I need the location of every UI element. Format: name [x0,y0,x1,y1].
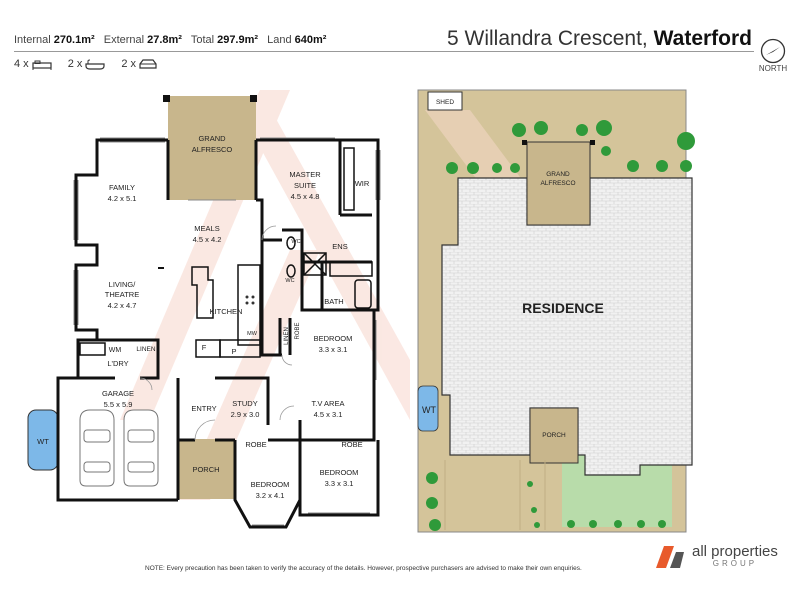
external-label: External [103,34,145,46]
wir-shelf [343,147,355,211]
disclaimer-note: NOTE: Every precaution has been taken to… [145,565,582,572]
label-linen-vertical: LINEN [284,327,290,345]
label-master-2: SUITE [294,181,316,190]
laundry-bench [79,342,106,356]
toilet-1 [286,236,296,250]
shed [427,91,463,111]
land-label: Land [267,34,292,46]
floor-plan: GRAND ALFRESCO FAMILY 4.2 x 5.1 MEALS 4.… [27,90,410,529]
brand-name: all properties [692,543,778,560]
external-value: 27.8m² [147,34,182,46]
label-living-1: LIVING/ [109,280,137,289]
label-pantry: P [231,347,236,356]
cars-count: 2 x [121,58,137,70]
north-compass-icon [760,38,786,64]
label-linen: LINEN [136,346,155,353]
label-master-1: MASTER [289,170,321,179]
feature-icons: 4 x 2 x 2 x [14,58,157,70]
label-bath: BATH [324,297,343,306]
site-porch [529,407,579,464]
label-bedroom-sw: BEDROOM [251,480,290,489]
internal-value: 270.1m² [53,34,95,46]
label-study-dims: 2.9 x 3.0 [231,410,260,419]
bath-icon [85,59,105,70]
label-site-alfresco-2: ALFRESCO [540,180,575,187]
bed-icon [32,60,52,70]
label-ens: ENS [332,242,347,251]
total-value: 297.9m² [217,34,259,46]
label-grand-alfresco-1: GRAND [198,134,226,143]
kitchen-bench [237,264,261,346]
site-water-tank [417,385,439,432]
label-residence: RESIDENCE [522,300,604,316]
grand-alfresco-area [168,96,256,200]
north-label: NORTH [758,64,788,73]
site-plan: SHED GRAND ALFRESCO RESIDENCE WT PORCH [417,89,695,533]
label-family: FAMILY [109,183,135,192]
label-fridge: F [202,343,207,352]
label-robe-vertical: ROBE [295,322,301,339]
site-alfresco [526,141,591,226]
label-entry: ENTRY [191,404,216,413]
label-robe-sw: ROBE [245,440,266,449]
header-divider [14,51,754,52]
label-laundry: L'DRY [107,359,128,368]
property-address: 5 Willandra Crescent, Waterford [447,27,752,51]
ensuite-shower [303,252,327,276]
brand-logo-mark-icon [656,546,684,568]
label-site-porch: PORCH [542,432,566,439]
beds-count: 4 x [14,58,29,70]
label-wc-2: WC [285,278,294,284]
internal-label: Internal [14,34,51,46]
label-living-2: THEATRE [105,290,139,299]
land-value: 640m² [294,34,327,46]
label-robe-se: ROBE [341,440,362,449]
garage-cars [79,409,159,487]
porch-area [178,439,235,499]
label-mw: MW [247,331,258,337]
label-living-dims: 4.2 x 4.7 [108,301,137,310]
label-bedroom-east-dims: 3.3 x 3.1 [319,345,348,354]
address-street: 5 Willandra Crescent, [447,27,648,50]
bath-tub [354,279,372,309]
label-shed: SHED [436,99,454,106]
label-kitchen: KITCHEN [210,307,243,316]
car-icon [139,58,157,69]
cooktop [245,295,255,305]
brand-subtitle: GROUP [712,559,758,568]
label-site-alfresco-1: GRAND [546,171,570,178]
label-wm: WM [109,347,122,354]
brand-logo: all properties GROUP [654,544,778,568]
label-family-dims: 4.2 x 5.1 [108,194,137,203]
label-garage-dims: 5.5 x 5.9 [104,400,133,409]
label-site-water-tank: WT [422,405,436,415]
label-bedroom-se: BEDROOM [320,468,359,477]
ensuite-vanity [329,261,373,277]
label-wir: WIR [355,179,370,188]
kitchen-island [191,266,214,319]
total-label: Total [190,34,215,46]
label-tv-area: T.V AREA [312,399,345,408]
label-wc-1: WC [291,239,300,245]
label-grand-alfresco-2: ALFRESCO [192,145,233,154]
label-meals-dims: 4.5 x 4.2 [193,235,222,244]
address-suburb: Waterford [653,27,752,50]
label-meals: MEALS [194,224,219,233]
label-porch: PORCH [192,465,219,474]
label-bedroom-se-dims: 3.3 x 3.1 [325,479,354,488]
label-tv-area-dims: 4.5 x 3.1 [314,410,343,419]
label-water-tank: WT [37,437,49,446]
label-study: STUDY [232,399,257,408]
label-bedroom-sw-dims: 3.2 x 4.1 [256,491,285,500]
trees [426,120,695,531]
label-garage: GARAGE [102,389,134,398]
toilet-2 [286,264,296,278]
label-master-dims: 4.5 x 4.8 [291,192,320,201]
baths-count: 2 x [67,58,83,70]
label-bedroom-east: BEDROOM [314,334,353,343]
